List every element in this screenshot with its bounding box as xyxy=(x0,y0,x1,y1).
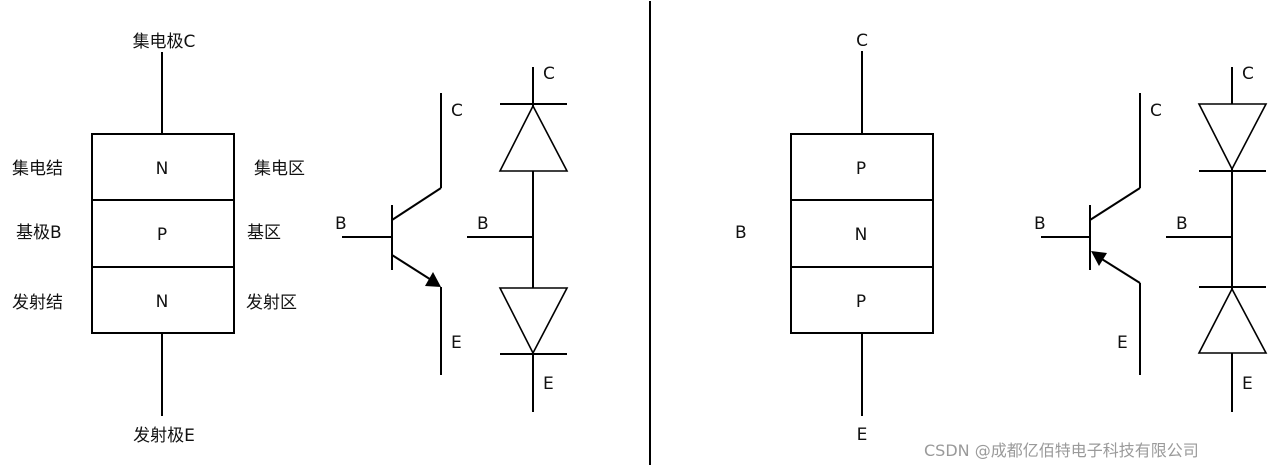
collector-region-label: 集电区 xyxy=(254,159,305,179)
npn-structure: 集电极C 发射极E N P N 集电结 基极B 发射结 集电区 基区 发射区 xyxy=(12,32,305,446)
npn-diode-b-label: B xyxy=(477,214,489,234)
pnp-lower-diode-icon xyxy=(1197,287,1268,354)
npn-layer-label-middle: P xyxy=(157,225,167,245)
pnp-diode-c-label: C xyxy=(1242,64,1254,84)
emitter-junction-label: 发射结 xyxy=(12,293,63,313)
pnp-symbol-c-label: C xyxy=(1150,101,1162,121)
npn-upper-diode-icon xyxy=(498,104,569,172)
pnp-layer-label-top: P xyxy=(856,159,866,179)
npn-diode-c-label: C xyxy=(543,64,555,84)
npn-diode-model: C B E xyxy=(467,64,569,412)
pnp-diode-model: C B E xyxy=(1166,64,1268,412)
pnp-layer-label-middle: N xyxy=(855,225,868,245)
pnp-structure: C E B P N P xyxy=(735,31,934,445)
collector-junction-label: 集电结 xyxy=(12,159,63,179)
pnp-transistor-symbol: C B E xyxy=(1034,93,1162,375)
npn-diode-e-label: E xyxy=(543,374,554,394)
base-region-label: 基区 xyxy=(247,223,281,243)
pnp-diode-e-label: E xyxy=(1242,374,1253,394)
npn-lower-diode-icon xyxy=(498,287,569,355)
watermark: CSDN @成都亿佰特电子科技有限公司 xyxy=(924,441,1199,460)
npn-layer-label-bottom: N xyxy=(156,292,169,312)
pnp-layer-base xyxy=(790,199,934,268)
pnp-base-label: B xyxy=(735,223,747,243)
npn-symbol-b-label: B xyxy=(335,214,347,234)
npn-emitter-terminal-label: 发射极E xyxy=(133,426,195,446)
pnp-diode-b-label: B xyxy=(1176,214,1188,234)
pnp-upper-diode-icon xyxy=(1197,103,1268,171)
npn-collector-diagonal xyxy=(391,187,442,221)
npn-layer-base xyxy=(91,199,235,268)
emitter-region-label: 发射区 xyxy=(246,293,297,313)
pnp-collector-terminal-label: C xyxy=(856,31,868,51)
pnp-symbol-b-label: B xyxy=(1034,214,1046,234)
pnp-layer-label-bottom: P xyxy=(856,292,866,312)
pnp-emitter-diagonal xyxy=(1096,255,1141,284)
pnp-emitter-arrow-icon xyxy=(1091,251,1107,266)
npn-emitter-arrow-icon xyxy=(425,272,441,287)
pnp-emitter-terminal-label: E xyxy=(857,425,868,445)
pnp-collector-diagonal xyxy=(1089,187,1141,221)
pnp-symbol-e-label: E xyxy=(1117,333,1128,353)
npn-collector-terminal-label: 集电极C xyxy=(133,32,196,52)
base-terminal-label: 基极B xyxy=(16,223,62,243)
npn-symbol-c-label: C xyxy=(451,101,463,121)
npn-emitter-diagonal xyxy=(391,254,437,284)
npn-layer-label-top: N xyxy=(156,159,169,179)
npn-transistor-symbol: C B E xyxy=(335,93,463,375)
npn-symbol-e-label: E xyxy=(451,333,462,353)
